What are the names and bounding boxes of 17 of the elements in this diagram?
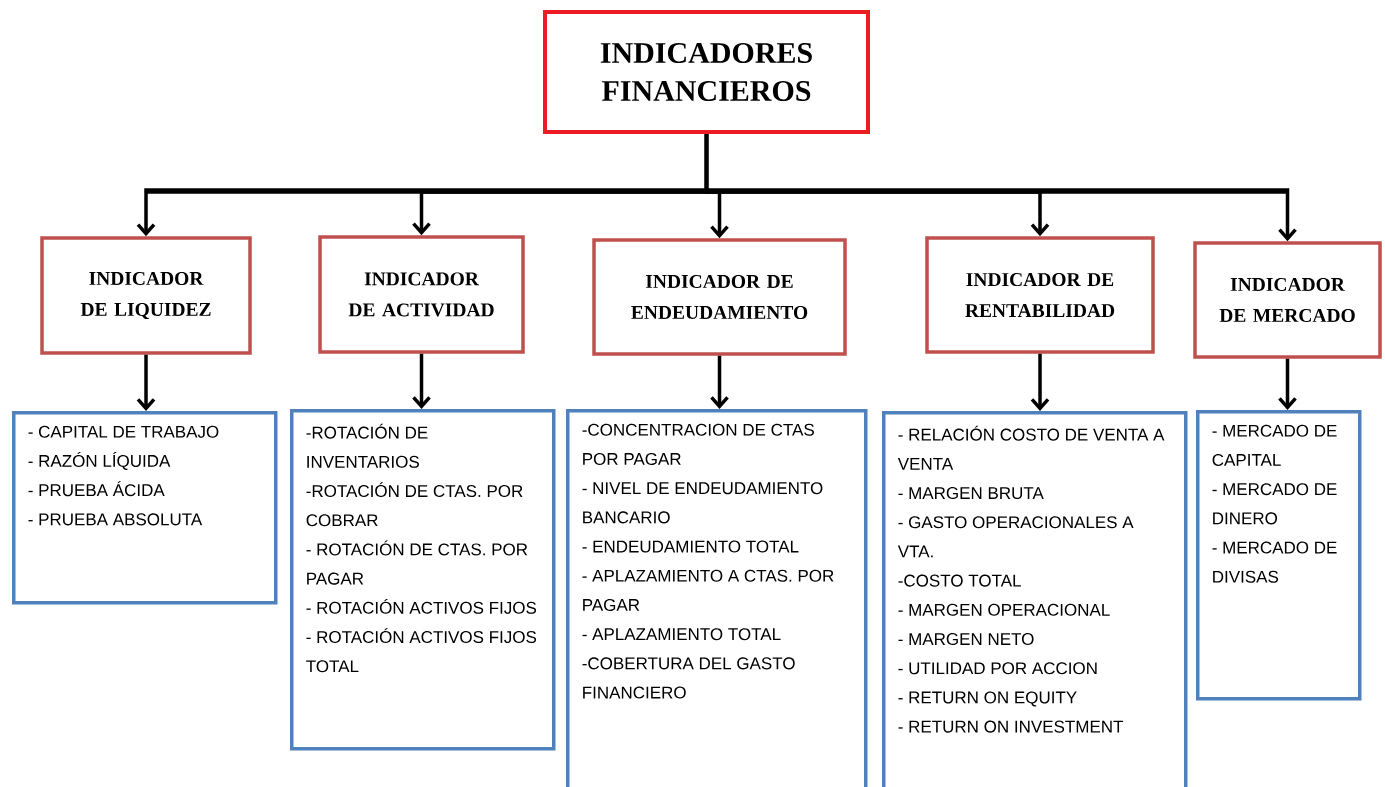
category-box: INDICADOR DE RENTABILIDAD [925, 236, 1155, 354]
category-box: INDICADOR DE ENDEUDAMIENTO [592, 238, 847, 356]
list-box: -ROTACIÓN DE INVENTARIOS -ROTACIÓN DE CTAS. POR COBRAR - ROTACIÓN DE CTAS. POR PAGAR - ROTACIÓN ACTIVOS FIJOS - ROTACIÓN ACTIVOS FIJOS TOTAL [290, 409, 556, 751]
arrow [1278, 358, 1297, 410]
list-box: - RELACIÓN COSTO DE VENTA A VENTA - MARGEN BRUTA - GASTO OPERACIONALES A VTA. -COSTO TOTAL - MARGEN OPERACIONAL - MARGEN NETO - UTILIDAD POR ACCION - RETURN ON EQUITY - RETURN ON INVESTMENT [882, 411, 1188, 787]
category-box: INDICADOR DE LIQUIDEZ [40, 236, 252, 355]
arrow [136, 354, 156, 411]
arrow [704, 134, 1297, 242]
category-box: INDICADOR DE ACTIVIDAD [318, 235, 525, 354]
title-box: INDICADORES FINANCIEROS [543, 10, 870, 134]
arrow [412, 353, 431, 409]
list-box: - CAPITAL DE TRABAJO - RAZÓN LÍQUIDA - PRUEBA ÁCIDA - PRUEBA ABSOLUTA [12, 411, 278, 605]
category-box: INDICADOR DE MERCADO [1193, 241, 1382, 359]
list-box: - MERCADO DE CAPITAL - MERCADO DE DINERO - MERCADO DE DIVISAS [1196, 410, 1362, 701]
list-box: -CONCENTRACION DE CTAS POR PAGAR - NIVEL DE ENDEUDAMIENTO BANCARIO - ENDEUDAMIENTO TOTAL - APLAZAMIENTO A CTAS. POR PAGAR - APLAZAMIENTO TOTAL -COBERTURA DEL GASTO FINANCIERO [566, 409, 868, 787]
arrow [1030, 353, 1050, 411]
arrow [710, 355, 729, 409]
